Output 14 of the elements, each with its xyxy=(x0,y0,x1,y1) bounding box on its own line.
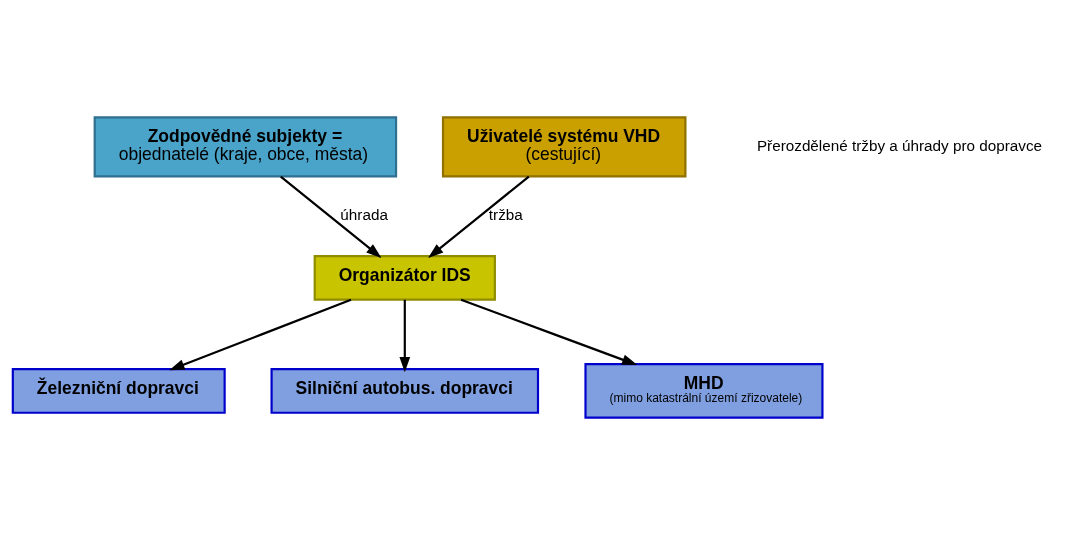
node-box: Uživatelé systému VHD (cestující) xyxy=(441,116,687,178)
node-box: MHD (mimo katastrální území zřizovatele) xyxy=(584,363,824,419)
arrow xyxy=(399,299,411,373)
label: Přerozdělené tržby a úhrady pro dopravce xyxy=(756,136,1043,154)
node-box: Železniční dopravci xyxy=(11,367,226,414)
node-box: Silniční autobus. dopravci xyxy=(270,367,540,414)
arrow xyxy=(169,298,352,371)
edge-label: tržba xyxy=(488,206,523,224)
arrow xyxy=(280,175,382,258)
arrow xyxy=(460,298,638,366)
edge-label: úhrada xyxy=(340,206,388,224)
arrow xyxy=(428,175,530,258)
node-box: Organizátor IDS xyxy=(313,254,496,301)
node-box: Zodpovědné subjekty = objednatelé (kraje, obce, města) xyxy=(93,116,398,178)
